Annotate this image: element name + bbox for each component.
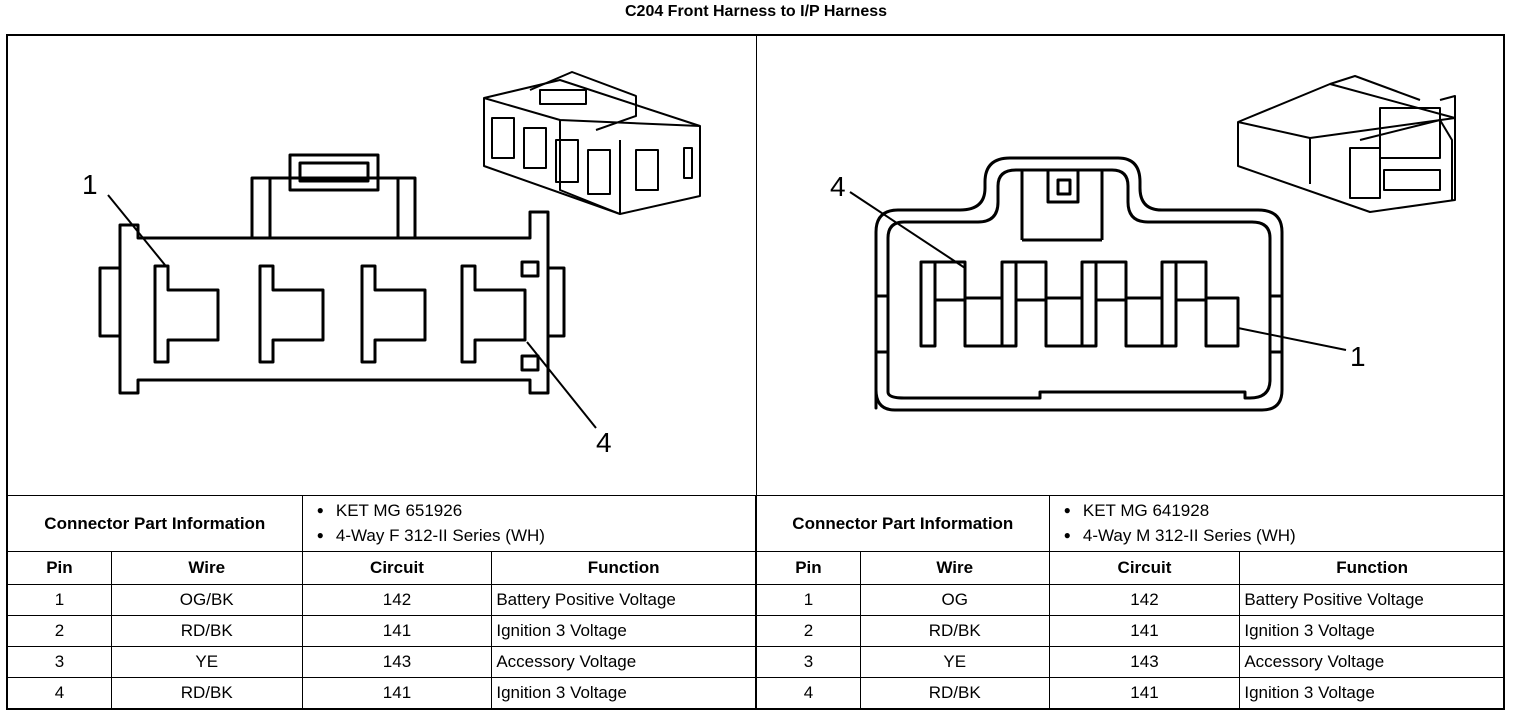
right-header-circuit: Circuit bbox=[1048, 551, 1241, 585]
pin-cell: 4 bbox=[756, 677, 861, 709]
male-connector-face bbox=[849, 156, 1347, 412]
female-connector-iso bbox=[483, 71, 701, 215]
wire-cell: RD/BK bbox=[110, 615, 303, 647]
table-row: 4 RD/BK 141 Ignition 3 Voltage bbox=[7, 677, 756, 709]
left-header-function: Function bbox=[491, 551, 756, 585]
wire-cell: RD/BK bbox=[110, 677, 303, 709]
pin-cell: 2 bbox=[756, 615, 861, 647]
left-callout-pin-4: 4 bbox=[596, 427, 612, 458]
table-row: 3 YE 143 Accessory Voltage bbox=[756, 646, 1505, 678]
right-part-number: KET MG 641928 bbox=[1064, 499, 1504, 524]
pin-cell: 1 bbox=[756, 584, 861, 616]
female-cavity-1 bbox=[153, 264, 220, 364]
function-cell: Ignition 3 Voltage bbox=[1239, 677, 1505, 709]
pin-cell: 4 bbox=[7, 677, 112, 709]
male-connector-iso bbox=[1237, 75, 1456, 213]
male-blade-3 bbox=[1000, 260, 1018, 348]
left-part-info-label: Connector Part Information bbox=[7, 495, 303, 552]
right-callout-pin-4: 4 bbox=[830, 171, 846, 202]
right-part-info-label: Connector Part Information bbox=[756, 495, 1050, 552]
circuit-cell: 141 bbox=[1048, 677, 1241, 709]
pin-cell: 2 bbox=[7, 615, 112, 647]
right-header-function: Function bbox=[1239, 551, 1505, 585]
function-cell: Accessory Voltage bbox=[1239, 646, 1505, 678]
diagram-frame bbox=[6, 34, 1505, 710]
circuit-cell: 141 bbox=[1048, 615, 1241, 647]
wire-cell: YE bbox=[859, 646, 1050, 678]
left-header-circuit: Circuit bbox=[301, 551, 493, 585]
table-row: 3 YE 143 Accessory Voltage bbox=[7, 646, 756, 678]
right-part-series: 4-Way M 312-II Series (WH) bbox=[1064, 524, 1504, 549]
circuit-cell: 143 bbox=[301, 646, 493, 678]
circuit-cell: 143 bbox=[1048, 646, 1241, 678]
wire-cell: YE bbox=[110, 646, 303, 678]
left-callout-pin-1: 1 bbox=[82, 169, 98, 200]
wire-cell: OG bbox=[859, 584, 1050, 616]
male-blade-1 bbox=[1160, 260, 1178, 348]
function-cell: Battery Positive Voltage bbox=[491, 584, 756, 616]
left-table-header: Pin Wire Circuit Function bbox=[7, 551, 756, 585]
left-part-number: KET MG 651926 bbox=[317, 499, 755, 524]
female-cavity-4 bbox=[460, 264, 527, 364]
right-table-header: Pin Wire Circuit Function bbox=[756, 551, 1505, 585]
function-cell: Ignition 3 Voltage bbox=[491, 677, 756, 709]
right-pinout-table: Connector Part Information KET MG 641928… bbox=[756, 495, 1506, 709]
table-row: 1 OG/BK 142 Battery Positive Voltage bbox=[7, 584, 756, 616]
table-row: 2 RD/BK 141 Ignition 3 Voltage bbox=[756, 615, 1505, 647]
wire-cell: RD/BK bbox=[859, 615, 1050, 647]
right-part-info-row: Connector Part Information KET MG 641928… bbox=[756, 495, 1506, 552]
circuit-cell: 141 bbox=[301, 615, 493, 647]
female-connector-face bbox=[98, 153, 597, 429]
connector-drawings: 1 4 4 1 bbox=[82, 71, 1456, 458]
table-row: 1 OG 142 Battery Positive Voltage bbox=[756, 584, 1505, 616]
circuit-cell: 141 bbox=[301, 677, 493, 709]
female-cavity-3 bbox=[360, 264, 427, 364]
right-part-info-list: KET MG 641928 4-Way M 312-II Series (WH) bbox=[1048, 495, 1506, 552]
left-header-wire: Wire bbox=[110, 551, 303, 585]
female-cavity-2 bbox=[258, 264, 325, 364]
function-cell: Accessory Voltage bbox=[491, 646, 756, 678]
function-cell: Ignition 3 Voltage bbox=[491, 615, 756, 647]
male-blade-2 bbox=[1080, 260, 1098, 348]
right-header-pin: Pin bbox=[756, 551, 861, 585]
wire-cell: RD/BK bbox=[859, 677, 1050, 709]
left-pinout-table: Connector Part Information KET MG 651926… bbox=[7, 495, 757, 709]
left-header-pin: Pin bbox=[7, 551, 112, 585]
pin-cell: 1 bbox=[7, 584, 112, 616]
male-blade-4 bbox=[919, 260, 937, 348]
left-part-info-row: Connector Part Information KET MG 651926… bbox=[7, 495, 757, 552]
wire-cell: OG/BK bbox=[110, 584, 303, 616]
function-cell: Ignition 3 Voltage bbox=[1239, 615, 1505, 647]
left-part-series: 4-Way F 312-II Series (WH) bbox=[317, 524, 755, 549]
pin-cell: 3 bbox=[756, 646, 861, 678]
pin-cell: 3 bbox=[7, 646, 112, 678]
diagram-title: C204 Front Harness to I/P Harness bbox=[624, 3, 888, 20]
circuit-cell: 142 bbox=[301, 584, 493, 616]
left-part-info-list: KET MG 651926 4-Way F 312-II Series (WH) bbox=[301, 495, 757, 552]
function-cell: Battery Positive Voltage bbox=[1239, 584, 1505, 616]
right-header-wire: Wire bbox=[859, 551, 1050, 585]
table-row: 2 RD/BK 141 Ignition 3 Voltage bbox=[7, 615, 756, 647]
table-row: 4 RD/BK 141 Ignition 3 Voltage bbox=[756, 677, 1505, 709]
panel-divider bbox=[756, 34, 757, 496]
right-callout-pin-1: 1 bbox=[1350, 341, 1366, 372]
circuit-cell: 142 bbox=[1048, 584, 1241, 616]
